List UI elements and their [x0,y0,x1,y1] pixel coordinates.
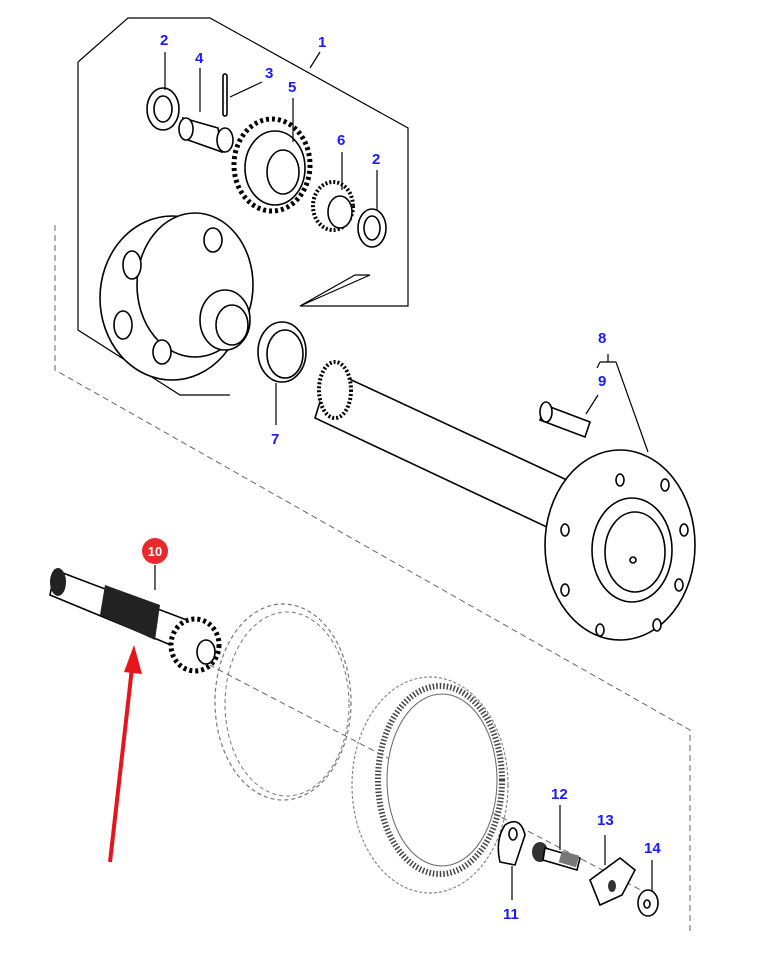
callout-13[interactable]: 13 [597,812,614,829]
sun-gear-shaft-part-10[interactable] [49,568,222,674]
callout-2-right[interactable]: 2 [372,151,380,168]
wheel-stud-part-9[interactable] [538,401,592,439]
callout-9[interactable]: 9 [598,373,606,390]
callout-10-label: 10 [148,544,162,559]
thrust-washer-part-2-right[interactable] [357,208,387,248]
washer-part-14[interactable] [637,889,659,917]
callout-3[interactable]: 3 [265,65,273,82]
needle-bearing-part-6[interactable] [311,180,355,232]
thrust-washer-part-2[interactable] [146,87,180,131]
assembly-boundary-dashed [54,225,691,935]
callout-5[interactable]: 5 [288,79,296,96]
gasket-ring[interactable] [214,603,352,801]
bolt-part-12[interactable] [532,842,581,872]
leader-lines [154,51,653,900]
lock-tab-part-11[interactable] [497,820,526,866]
planet-pin-part-4[interactable] [178,116,234,154]
callout-1[interactable]: 1 [318,34,326,51]
callout-8[interactable]: 8 [598,330,606,347]
axle-shaft-part-8[interactable] [314,360,696,641]
roll-pin-part-3[interactable] [222,73,228,117]
callout-2[interactable]: 2 [160,32,168,49]
callout-12[interactable]: 12 [551,786,568,803]
retainer-part-13[interactable] [589,856,637,907]
callout-10-highlighted[interactable]: 10 [142,538,168,564]
callout-11[interactable]: 11 [503,906,519,923]
ring-gear[interactable] [351,676,509,894]
planet-gear-part-5[interactable] [231,116,313,214]
washer-part-7[interactable] [257,321,307,383]
callout-6[interactable]: 6 [337,132,345,149]
callout-4[interactable]: 4 [195,50,204,67]
centerline-dashed [199,659,661,901]
callout-14[interactable]: 14 [644,840,661,857]
callout-7[interactable]: 7 [271,431,279,448]
highlight-arrow [108,645,142,863]
planet-carrier-housing[interactable] [99,212,254,381]
